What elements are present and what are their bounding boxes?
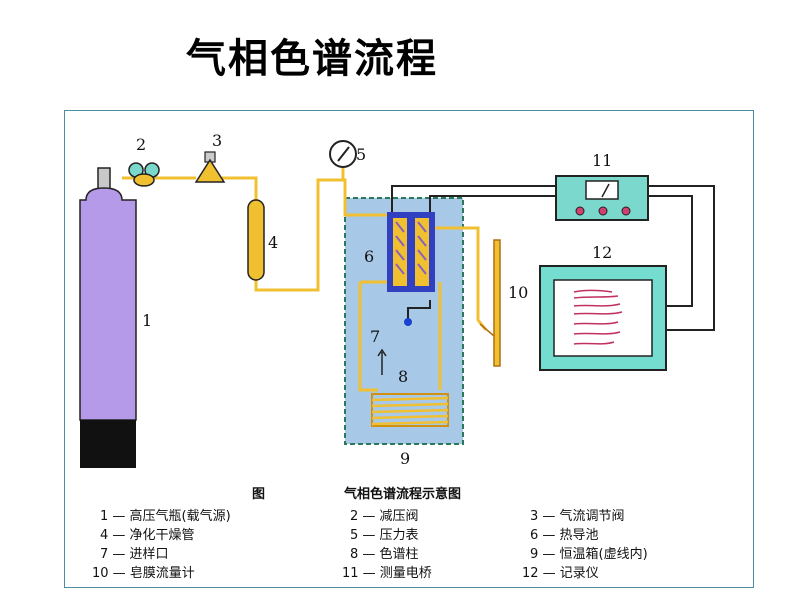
recorder <box>539 265 667 371</box>
label-6: 6 <box>364 247 374 266</box>
legend-item: 10 — 皂膜流量计 <box>92 566 195 581</box>
label-5: 5 <box>356 145 366 164</box>
chromatographic-column <box>371 393 449 427</box>
label-2: 2 <box>136 135 146 154</box>
pressure-gauge <box>329 140 357 168</box>
label-7: 7 <box>370 327 380 346</box>
legend-item: 3 — 气流调节阀 <box>530 509 625 524</box>
page-title: 气相色谱流程 <box>186 36 438 82</box>
reducing-valve <box>128 162 160 187</box>
dryer-tube <box>247 199 265 281</box>
legend-header-title: 气相色谱流程示意图 <box>344 487 462 502</box>
legend-item: 5 — 压力表 <box>350 528 419 543</box>
gas-cylinder <box>79 167 137 468</box>
soap-film-flowmeter <box>479 239 501 367</box>
legend: 图 气相色谱流程示意图 1 — 高压气瓶(载气源) 2 — 减压阀 3 — 气流… <box>80 483 740 583</box>
label-12: 12 <box>592 243 612 262</box>
label-3: 3 <box>212 131 222 150</box>
legend-item: 4 — 净化干燥管 <box>100 528 195 543</box>
label-4: 4 <box>268 233 278 252</box>
label-1: 1 <box>142 311 152 330</box>
label-10: 10 <box>508 283 528 302</box>
label-11: 11 <box>592 151 612 170</box>
legend-header-fig: 图 <box>252 487 266 502</box>
legend-item: 2 — 减压阀 <box>350 509 419 524</box>
flow-regulator-valve <box>194 151 226 183</box>
legend-item: 1 — 高压气瓶(载气源) <box>100 509 231 524</box>
legend-item: 9 — 恒温箱(虚线内) <box>530 547 648 562</box>
legend-item: 6 — 热导池 <box>530 528 599 543</box>
bridge-wires <box>391 185 715 331</box>
legend-item: 12 — 记录仪 <box>522 566 599 581</box>
legend-item: 8 — 色谱柱 <box>350 547 419 562</box>
measuring-bridge <box>555 175 649 221</box>
legend-item: 11 — 测量电桥 <box>342 566 432 581</box>
label-8: 8 <box>398 367 408 386</box>
label-9: 9 <box>400 449 410 468</box>
legend-item: 7 — 进样口 <box>100 547 169 562</box>
thermal-conductivity-cell <box>387 212 435 326</box>
